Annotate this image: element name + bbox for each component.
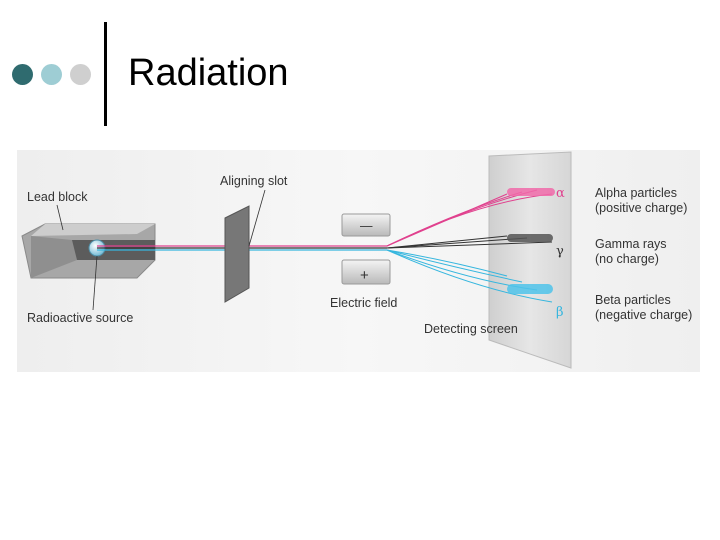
gamma-spot <box>507 234 553 242</box>
lead-block-label: Lead block <box>27 190 88 204</box>
aligning-slot-leader <box>248 189 266 247</box>
beta-name-label: Beta particles <box>595 293 671 307</box>
positive-plate-label: + <box>360 267 369 284</box>
aligning-slot <box>224 205 250 303</box>
bullet-dot-dark <box>12 64 33 85</box>
alpha-spot <box>507 188 555 196</box>
electric-field-label: Electric field <box>330 296 397 310</box>
electric-field-plates <box>341 213 391 285</box>
gamma-symbol: γ <box>556 244 564 259</box>
radioactive-source-leader <box>92 255 98 311</box>
aligning-slot-label: Aligning slot <box>220 174 288 188</box>
detecting-screen-label: Detecting screen <box>424 322 518 336</box>
beta-symbol: β <box>556 305 564 320</box>
gamma-name-label: Gamma rays <box>595 237 667 251</box>
alpha-name-label: Alpha particles <box>595 186 677 200</box>
gamma-beam <box>386 235 553 249</box>
title-divider <box>104 22 107 126</box>
page-title: Radiation <box>128 52 289 94</box>
radiation-diagram: α γ β Lead block Aligning slot Radioacti… <box>17 150 700 372</box>
beta-spot <box>507 284 553 294</box>
positive-plate <box>341 259 391 285</box>
radioactive-source-label: Radioactive source <box>27 311 133 325</box>
lead-block-leader <box>56 204 64 231</box>
alpha-charge-label: (positive charge) <box>595 201 687 215</box>
bullet-dot-grey <box>70 64 91 85</box>
negative-plate <box>341 213 391 237</box>
alpha-symbol: α <box>556 186 565 201</box>
detecting-screen <box>488 151 572 369</box>
bullet-dot-light <box>41 64 62 85</box>
beta-charge-label: (negative charge) <box>595 308 692 322</box>
gamma-charge-label: (no charge) <box>595 252 659 266</box>
lead-block <box>21 223 156 279</box>
negative-plate-label: — <box>360 219 373 233</box>
